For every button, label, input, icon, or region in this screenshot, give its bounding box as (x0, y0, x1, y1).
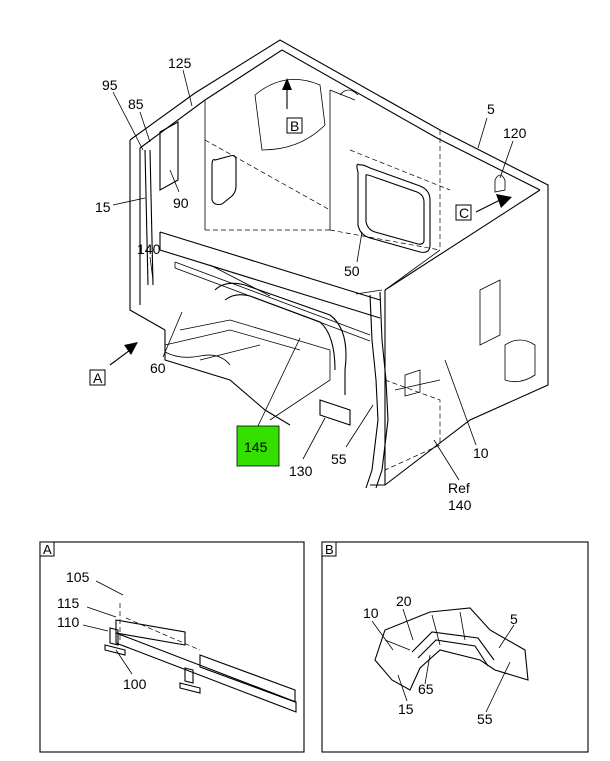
inset-a-tag: A (43, 542, 52, 557)
inset-a-panel: A (39, 541, 305, 753)
inset-a-callout-110: 110 (57, 614, 80, 630)
callout-55: 55 (331, 451, 347, 467)
inset-b-callout-20: 20 (396, 593, 412, 609)
callout-140: 140 (137, 241, 161, 257)
callout-90: 90 (173, 195, 189, 211)
callout-15: 15 (95, 199, 111, 215)
inset-b-callout-10: 10 (363, 605, 379, 621)
inset-b-callout-55: 55 (477, 711, 493, 727)
inset-b-tag: B (325, 542, 334, 557)
callout-ref-140: 140 (448, 497, 472, 513)
inset-b-callout-65: 65 (418, 681, 434, 697)
inset-a-callout-115: 115 (57, 595, 80, 611)
inset-b-panel: B (321, 541, 589, 753)
cab-assembly-drawing (129, 39, 549, 489)
view-arrows (109, 78, 512, 366)
view-tag-c: C (459, 205, 469, 221)
callout-85: 85 (128, 96, 144, 112)
inset-a-callout-105: 105 (66, 569, 90, 585)
callout-ref-label: Ref (448, 480, 470, 496)
callout-125: 125 (168, 55, 192, 71)
callout-50: 50 (344, 263, 360, 279)
callout-10: 10 (473, 445, 489, 461)
callout-130: 130 (289, 463, 313, 479)
callout-120: 120 (503, 125, 527, 141)
view-tag-b: B (290, 118, 299, 134)
callout-145[interactable]: 145 (244, 439, 268, 455)
view-tag-c-box (455, 204, 472, 221)
callout-60: 60 (150, 360, 166, 376)
view-tag-b-box (286, 117, 303, 134)
inset-b-callout-5: 5 (510, 611, 518, 627)
view-tag-a: A (93, 370, 103, 386)
highlighted-callout-box[interactable] (236, 425, 280, 467)
callout-95: 95 (102, 77, 118, 93)
inset-b-callout-15: 15 (398, 701, 414, 717)
inset-a-callout-100: 100 (123, 676, 147, 692)
callout-5: 5 (487, 101, 495, 117)
view-tag-a-box (89, 369, 106, 386)
leader-lines (112, 69, 514, 481)
